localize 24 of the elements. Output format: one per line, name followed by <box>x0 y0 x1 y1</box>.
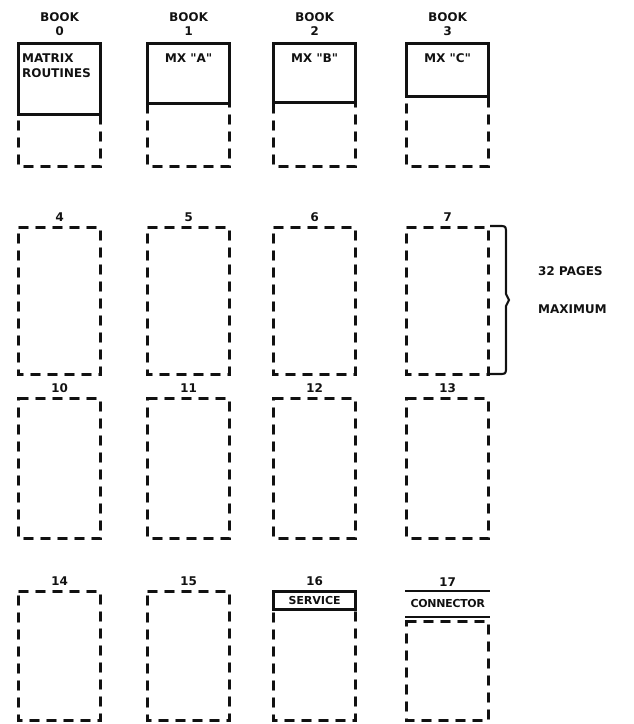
book-number: 10 <box>50 381 69 395</box>
book-number: 5 <box>183 210 194 224</box>
book-number: BOOK 2 <box>294 10 335 38</box>
book-number: 4 <box>54 210 65 224</box>
book-number: BOOK 1 <box>168 10 209 38</box>
book-number: 13 <box>438 381 457 395</box>
book-number: 12 <box>305 381 324 395</box>
book-number: 11 <box>179 381 198 395</box>
page-frame <box>405 574 490 722</box>
content-box: MATRIX ROUTINES <box>17 42 102 116</box>
note: 32 PAGES MAXIMUM <box>538 263 608 318</box>
book-number: BOOK 0 <box>39 10 80 38</box>
book-number: BOOK 3 <box>427 10 468 38</box>
content-box: MX "C" <box>405 42 490 98</box>
content-box: MX "A" <box>146 42 231 105</box>
book-number: 14 <box>50 574 69 588</box>
book-number: 7 <box>442 210 453 224</box>
book-number: 17 <box>438 575 457 589</box>
book-number: 6 <box>309 210 320 224</box>
book-number: 15 <box>179 574 198 588</box>
content-box: MX "B" <box>272 42 357 104</box>
book-number: 16 <box>305 574 324 588</box>
connector-label: CONNECTOR <box>405 590 490 618</box>
content-box: SERVICE <box>272 590 357 611</box>
